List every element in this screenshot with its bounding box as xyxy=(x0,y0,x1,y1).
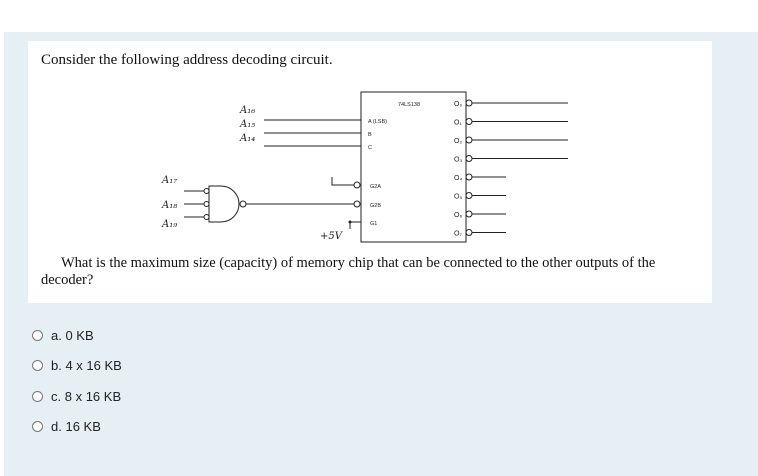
nand-gate xyxy=(208,185,240,223)
chip-label: 74LS138 xyxy=(398,102,420,108)
enable-input-g2b: G2B xyxy=(370,203,381,209)
address-line-a16: A₁₆ xyxy=(239,105,255,116)
option-a[interactable]: a. 0 KB xyxy=(32,325,122,345)
power-label: +5V xyxy=(320,231,344,242)
enable-input-g1: G1 xyxy=(370,221,377,227)
output-bubble-6 xyxy=(465,210,473,218)
enable-input-g2a: G2A xyxy=(370,184,381,190)
address-line-a14: A₁₄ xyxy=(239,133,255,144)
output-bubble-2 xyxy=(465,136,473,144)
question-title: Consider the following address decoding … xyxy=(41,52,333,68)
output-bubble-1 xyxy=(465,118,473,125)
output-bubble-5 xyxy=(465,192,473,199)
output-label-6: O₆ xyxy=(454,212,462,219)
output-label-2: O₂ xyxy=(454,138,462,145)
option-b-label: b. 4 x 16 KB xyxy=(51,358,122,373)
select-input-a: A (LSB) xyxy=(368,119,387,125)
option-d[interactable]: d. 16 KB xyxy=(32,417,122,437)
decoder-circuit-diagram: 74LS138 A (LSB) B C A₁₆ A₁₅ A₁₄ G2A G2B … xyxy=(161,91,568,243)
option-d-label: d. 16 KB xyxy=(51,419,101,434)
output-label-1: O₁ xyxy=(454,120,462,127)
output-label-5: O₅ xyxy=(454,194,462,201)
address-line-a19: A₁₉ xyxy=(161,219,177,230)
output-label-0: O₀ xyxy=(454,101,462,108)
address-line-a15: A₁₅ xyxy=(239,119,255,130)
radio-button-c[interactable] xyxy=(32,390,43,402)
radio-button-a[interactable] xyxy=(32,329,43,341)
output-label-4: O₄ xyxy=(454,175,462,182)
output-bubble-7 xyxy=(465,229,473,236)
option-a-label: a. 0 KB xyxy=(51,327,94,343)
select-input-b: B xyxy=(368,132,372,138)
output-bubble-3 xyxy=(465,155,473,162)
radio-button-d[interactable] xyxy=(32,421,43,432)
address-line-a17: A₁₇ xyxy=(161,175,177,186)
option-c[interactable]: c. 8 x 16 KB xyxy=(32,386,122,406)
option-b[interactable]: b. 4 x 16 KB xyxy=(32,356,122,376)
radio-button-b[interactable] xyxy=(32,360,43,371)
answer-options: a. 0 KB b. 4 x 16 KB c. 8 x 16 KB d. 16 … xyxy=(32,325,122,447)
output-bubble-4 xyxy=(465,173,473,181)
decoder-chip xyxy=(360,91,467,243)
output-label-7: O₇ xyxy=(454,231,462,238)
output-label-3: O₃ xyxy=(454,157,462,164)
output-bubble-0 xyxy=(465,99,473,107)
address-line-a18: A₁₈ xyxy=(161,200,177,211)
select-input-c: C xyxy=(368,145,372,151)
question-card: Consider the following address decoding … xyxy=(28,41,712,303)
question-text: What is the maximum size (capacity) of m… xyxy=(41,255,656,288)
option-c-label: c. 8 x 16 KB xyxy=(51,388,122,404)
